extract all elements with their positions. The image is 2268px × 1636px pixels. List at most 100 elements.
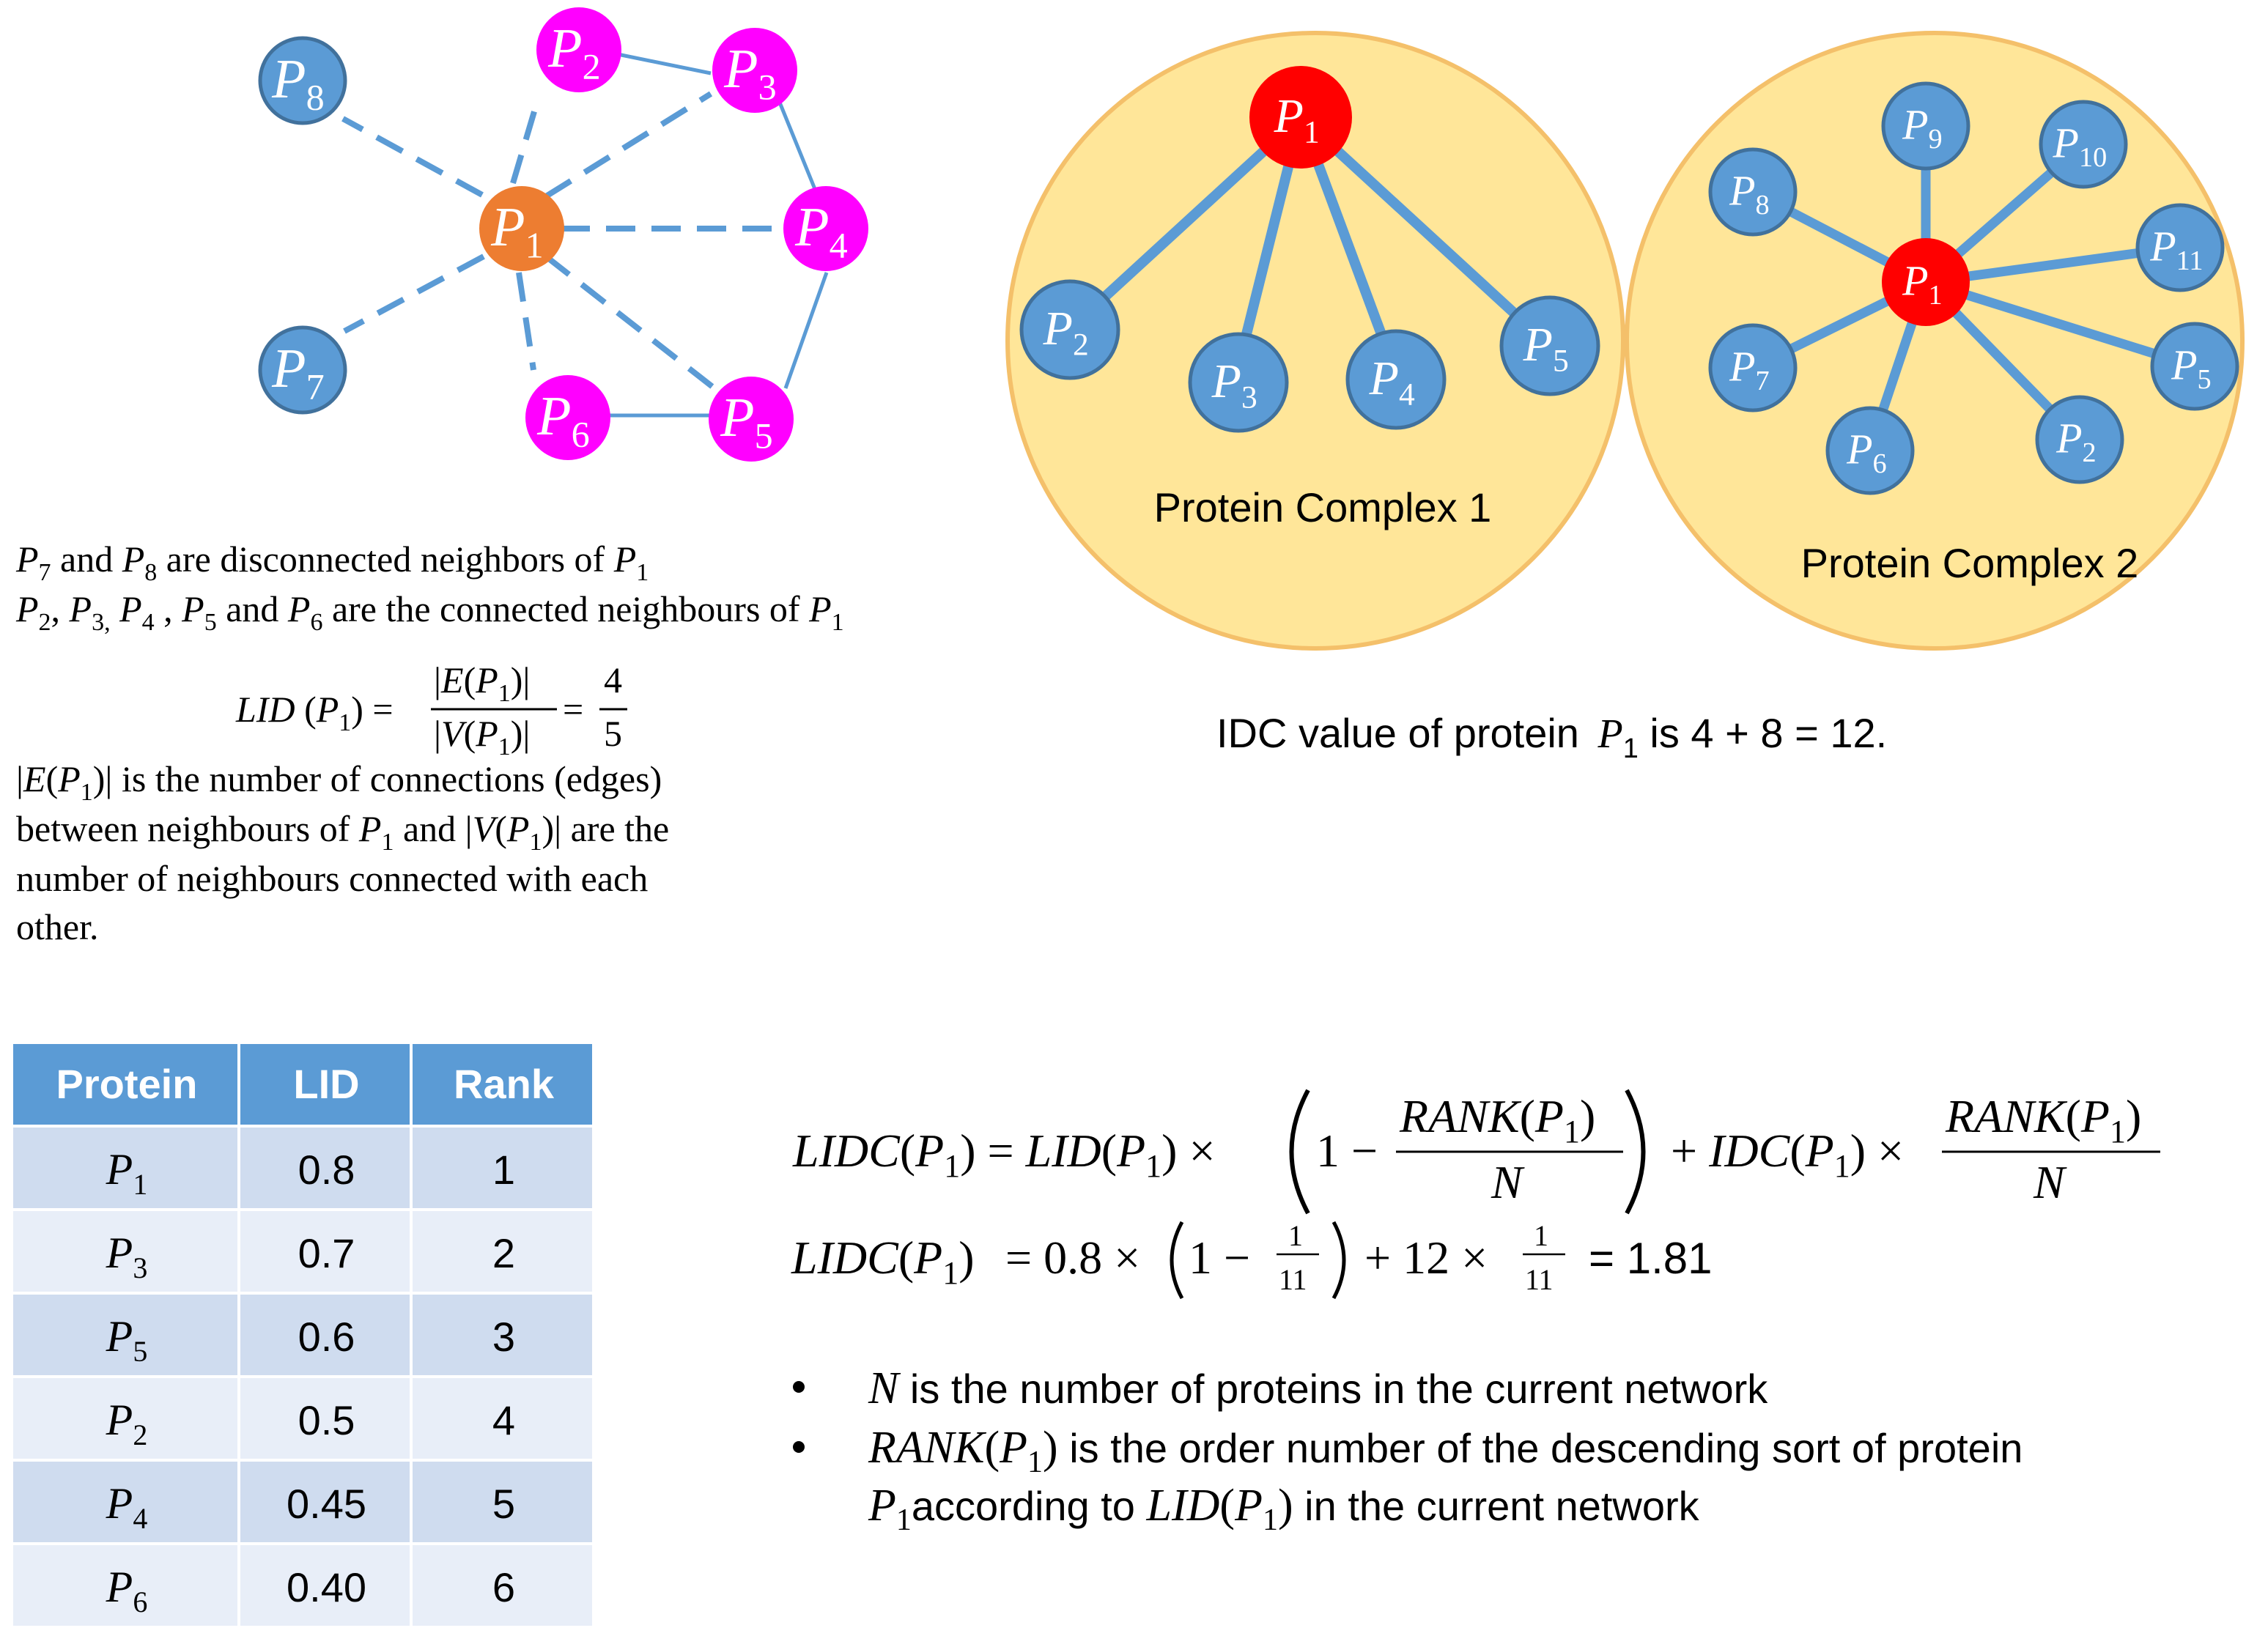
- c2-edge-p1-p5: [1924, 277, 2196, 371]
- bullet-dot-2: [793, 1441, 805, 1453]
- complex-1-area: [1005, 31, 1625, 651]
- c1-edge-p1-p2: [1068, 113, 1304, 332]
- table-cell: [240, 1295, 410, 1375]
- table-cell-rank: 6: [492, 1564, 515, 1610]
- network-node-p2: P2: [536, 7, 621, 92]
- complex-2-node-p10-circle: [2039, 100, 2128, 189]
- lidc-line2-c: = 1.81: [1589, 1234, 1713, 1283]
- complex-2-node-p5-label: P5: [2171, 341, 2212, 395]
- complex-2-node-p11: P11: [2135, 203, 2225, 292]
- complex-2-node-p5: P5: [2150, 322, 2239, 411]
- table-cell-rank: 5: [492, 1481, 515, 1527]
- lid-equals: =: [563, 689, 583, 730]
- c1-edge-p1-p5: [1297, 113, 1554, 350]
- complex-1-node-p4-label: P4: [1369, 352, 1415, 412]
- rank-numerator: RANK(P1): [1399, 1090, 1595, 1150]
- paren2-right: [1331, 1221, 1346, 1300]
- edge-p2-p3: [613, 51, 712, 75]
- big-paren-right: [1625, 1089, 1646, 1215]
- table-cell-lid: 0.40: [287, 1564, 366, 1610]
- desc-line-4: other.: [16, 906, 98, 947]
- table-cell: [13, 1378, 237, 1459]
- complex-2-node-p9-circle: [1881, 81, 1970, 171]
- edge-p3-p4: [775, 95, 817, 190]
- table-header-label: LID: [293, 1061, 359, 1107]
- desc-line-3: number of neighbours connected with each: [16, 858, 648, 899]
- complex-1-node-p4: P4: [1345, 329, 1447, 430]
- table-row: P4 0.45 5: [13, 1462, 592, 1542]
- network-node-p6-circle: [525, 375, 610, 460]
- lid-denominator-v: |V(P1)|: [434, 713, 530, 760]
- table-cell-lid: 0.5: [298, 1397, 355, 1443]
- frac-one-a: 1: [1288, 1219, 1303, 1252]
- network-node-p4-label: P4: [794, 196, 848, 266]
- complex-2-node-p5-circle: [2150, 322, 2239, 411]
- complex-2-node-p11-label: P11: [2149, 222, 2203, 276]
- complex-1-node-p5-label: P5: [1523, 318, 1569, 379]
- complex-2-node-p2-circle: [2035, 395, 2124, 484]
- rank-denominator-2: N: [2033, 1156, 2067, 1208]
- complex-2-node-p10-label: P10: [2053, 119, 2108, 173]
- table-cell-lid: 0.7: [298, 1230, 355, 1276]
- rank-numerator-2: RANK(P1): [1945, 1090, 2141, 1150]
- complex-2-node-p6-circle: [1825, 406, 1915, 495]
- table-cell: [413, 1128, 592, 1208]
- edge-p1-p8: [341, 116, 484, 198]
- complex-1-node-p2-label: P2: [1043, 302, 1089, 363]
- table-cell-rank: 1: [492, 1147, 515, 1193]
- network-node-p8: P8: [258, 36, 347, 125]
- table-cell: [413, 1295, 592, 1375]
- complex-2-node-p11-circle: [2135, 203, 2225, 292]
- table-cell: [13, 1211, 237, 1292]
- edge-p1-p5: [544, 253, 717, 391]
- network-node-p3-label: P3: [723, 38, 777, 108]
- table-header-cell: [413, 1044, 592, 1125]
- network-node-p3-circle: [712, 28, 797, 113]
- edge-p1-p7: [343, 253, 485, 334]
- network-node-p7-label: P7: [271, 338, 325, 407]
- complex-2-node-p8-circle: [1708, 147, 1798, 237]
- table-cell: [413, 1211, 592, 1292]
- table-cell-lid: 0.45: [287, 1481, 366, 1527]
- network-node-p8-circle: [258, 36, 347, 125]
- table-cell: [240, 1462, 410, 1542]
- lidc-formula: LIDC(P1) = LID(P1) × 1 − RANK(P1) N + ID…: [791, 1089, 2160, 1300]
- lidc-formula-line-2: LIDC(P1): [791, 1232, 975, 1291]
- table-cell-lid: 0.8: [298, 1147, 355, 1193]
- lidc-formula-line-1: LIDC(P1) = LID(P1) ×: [792, 1125, 1216, 1184]
- complex-2-node-p7: P7: [1708, 323, 1798, 412]
- complex-2-node-p10: P10: [2039, 100, 2128, 189]
- definition-bullets: N is the number of proteins in the curre…: [793, 1363, 2023, 1537]
- lid-explanation: P7 and P8 are disconnected neighbors of …: [15, 538, 844, 947]
- complex-1-node-p3: P3: [1188, 332, 1289, 433]
- network-node-p2-label: P2: [547, 18, 601, 87]
- table-cell: [240, 1378, 410, 1459]
- big-paren-left: [1289, 1089, 1310, 1215]
- table-cell: [13, 1295, 237, 1375]
- desc-line-1: |E(P1)| is the number of connections (ed…: [16, 758, 662, 806]
- table-cell-rank: 3: [492, 1314, 515, 1360]
- table-cell: [13, 1545, 237, 1626]
- connected-line: P2, P3, P4 , P5 and P6 are the connected…: [15, 588, 844, 636]
- network-node-p6-label: P6: [536, 385, 590, 455]
- table-cell-protein: P4: [106, 1479, 148, 1535]
- bullet-2-line-1: RANK(P1) is the order number of the desc…: [868, 1423, 2023, 1479]
- table-cell: [13, 1128, 237, 1208]
- table-cell-protein: P2: [106, 1396, 148, 1451]
- table-cell-lid: 0.6: [298, 1314, 355, 1360]
- edge-p1-p6: [516, 272, 536, 371]
- network-node-p4: P4: [783, 186, 868, 271]
- frac-one-b: 1: [1534, 1219, 1548, 1252]
- table-cell-rank: 2: [492, 1230, 515, 1276]
- lidc-line2-a: = 0.8 ×: [1005, 1232, 1140, 1284]
- frac-eleven-a: 11: [1279, 1263, 1307, 1296]
- table-cell-protein: P3: [106, 1229, 148, 1284]
